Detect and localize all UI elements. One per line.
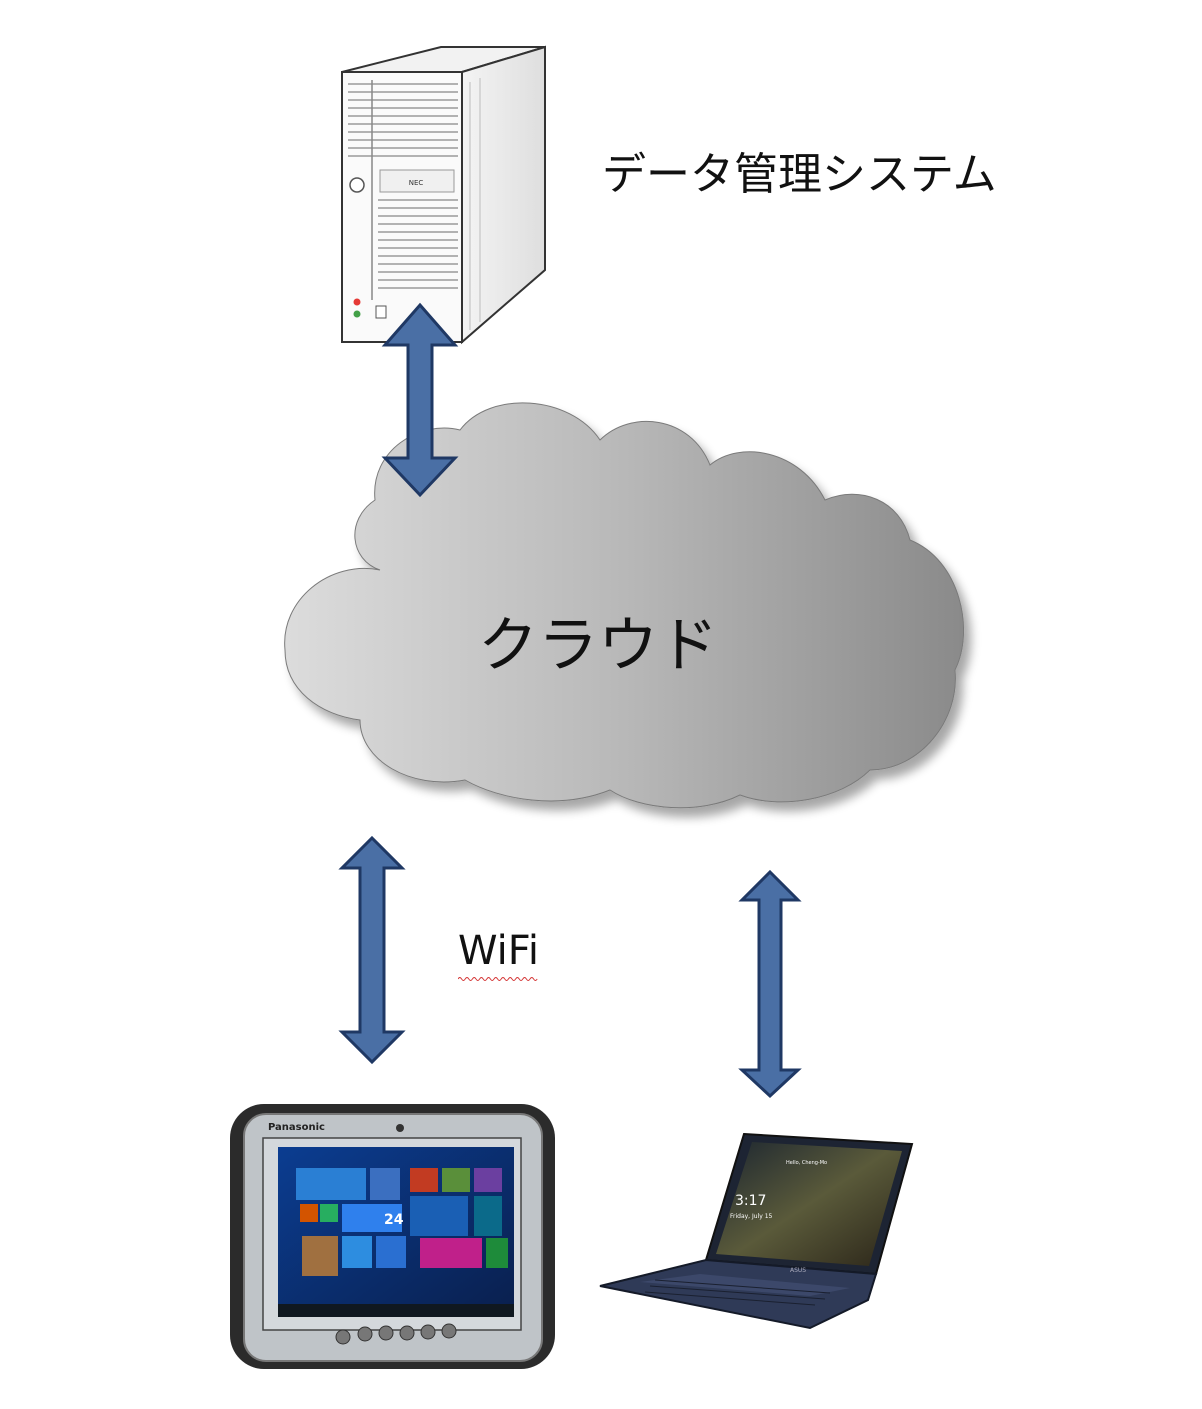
server-icon: NEC bbox=[341, 45, 546, 345]
server-label: データ管理システム bbox=[602, 149, 997, 200]
cloud-shape bbox=[284, 402, 965, 809]
cloud-label: クラウド bbox=[478, 611, 718, 681]
double-arrow-icon bbox=[738, 869, 802, 1099]
svg-text:NEC: NEC bbox=[409, 179, 424, 187]
svg-text:24: 24 bbox=[384, 1212, 404, 1228]
svg-text:Hello, Cheng-Mo: Hello, Cheng-Mo bbox=[786, 1160, 827, 1166]
spellcheck-underline bbox=[458, 977, 538, 981]
double-arrow-icon bbox=[381, 302, 459, 498]
wifi-label: WiFi bbox=[458, 928, 539, 981]
svg-text:Panasonic: Panasonic bbox=[268, 1122, 325, 1133]
wifi-label-text: WiFi bbox=[458, 928, 539, 974]
svg-text:3:17: 3:17 bbox=[735, 1193, 766, 1209]
tablet-icon: Panasonic 24 bbox=[230, 1104, 555, 1369]
double-arrow-icon bbox=[338, 835, 406, 1065]
svg-text:Friday, July 15: Friday, July 15 bbox=[730, 1213, 773, 1220]
laptop-icon: 3:17 Friday, July 15 Hello, Cheng-Mo ASU… bbox=[599, 1132, 914, 1330]
svg-text:ASUS: ASUS bbox=[790, 1267, 806, 1274]
